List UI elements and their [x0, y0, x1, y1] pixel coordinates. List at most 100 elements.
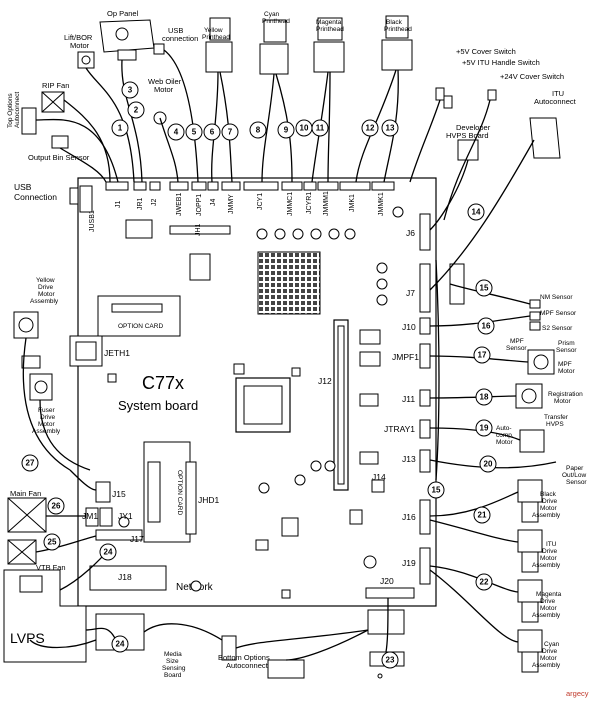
- svg-text:19: 19: [480, 424, 489, 433]
- svg-text:9: 9: [284, 126, 289, 135]
- jmmm1-label: JMMM1: [323, 191, 330, 216]
- svg-text:20: 20: [484, 460, 493, 469]
- jopp1-label: JOPP1: [196, 194, 203, 216]
- svg-text:10: 10: [300, 124, 309, 133]
- j7-label: J7: [406, 288, 415, 298]
- top-options-autoconnect-label: Top OptionsAutoconnect: [7, 92, 21, 128]
- callout-10: 10: [295, 119, 313, 137]
- j13-label: J13: [402, 454, 416, 464]
- callout-27: 27: [21, 454, 39, 472]
- svg-text:8: 8: [256, 126, 261, 135]
- svg-text:4: 4: [174, 128, 179, 137]
- j11-label: J11: [402, 394, 415, 404]
- jeth1-jack: [69, 335, 103, 367]
- jtray1-label: JTRAY1: [384, 424, 415, 434]
- callout-17: 17: [473, 346, 491, 364]
- callout-4: 4: [167, 123, 185, 141]
- j12-label: J12: [318, 376, 332, 386]
- jm1-label: JM1: [82, 511, 98, 521]
- output-bin-sensor-label: Output Bin Sensor: [28, 153, 90, 162]
- right-components: [449, 263, 555, 673]
- plus24v-cover-switch-label: +24V Cover Switch: [500, 72, 564, 81]
- callout-15a: 15: [475, 279, 493, 297]
- j14-label: J14: [372, 472, 386, 482]
- callout-8: 8: [249, 121, 267, 139]
- op-panel-label: Op Panel: [107, 9, 139, 18]
- callouts: 1 2 3 4 5 6 7 8 9 10 11 12 13 14 15 15 1…: [21, 81, 497, 669]
- jcyr1-label: JCYR1: [306, 192, 313, 214]
- svg-text:1: 1: [118, 124, 123, 133]
- svg-text:22: 22: [480, 578, 489, 587]
- svg-text:16: 16: [482, 322, 491, 331]
- svg-text:17: 17: [478, 351, 487, 360]
- option-card-slot: [97, 295, 181, 337]
- callout-25: 25: [43, 533, 61, 551]
- jcy1-label: JCY1: [257, 193, 264, 210]
- callout-5: 5: [185, 123, 203, 141]
- svg-text:14: 14: [472, 208, 481, 217]
- svg-text:15: 15: [432, 486, 441, 495]
- s2-sensor-label: S2 Sensor: [542, 325, 573, 332]
- j20-label: J20: [380, 576, 394, 586]
- j16-label: J16: [402, 512, 416, 522]
- jmmk1-label: JMMK1: [378, 192, 385, 216]
- svg-text:27: 27: [26, 459, 35, 468]
- plus5v-itu-handle-label: +5V ITU Handle Switch: [462, 58, 540, 67]
- j18-label: J18: [118, 572, 132, 582]
- callout-21: 21: [473, 506, 491, 524]
- j17-label: J17: [130, 534, 144, 544]
- processor-grid: [257, 251, 321, 315]
- nm-sensor-label: NM Sensor: [540, 294, 573, 301]
- jmmc1-label: JMMC1: [287, 192, 294, 216]
- svg-text:13: 13: [386, 124, 395, 133]
- svg-text:7: 7: [228, 128, 233, 137]
- callout-12: 12: [361, 119, 379, 137]
- callout-16: 16: [477, 317, 495, 335]
- svg-text:15: 15: [480, 284, 489, 293]
- jmk1-label: JMK1: [349, 194, 356, 212]
- svg-text:24: 24: [104, 548, 113, 557]
- j1-label: J1: [115, 201, 122, 209]
- callout-23: 23: [381, 651, 399, 669]
- callout-20: 20: [479, 455, 497, 473]
- callout-26: 26: [47, 497, 65, 515]
- svg-text:25: 25: [48, 538, 57, 547]
- svg-text:2: 2: [134, 106, 139, 115]
- callout-24a: 24: [99, 543, 117, 561]
- svg-text:12: 12: [366, 124, 375, 133]
- j4-label: J4: [210, 199, 217, 207]
- board-model: C77x: [142, 373, 184, 393]
- svg-text:24: 24: [116, 640, 125, 649]
- svg-text:26: 26: [52, 502, 61, 511]
- system-board: C77x System board Network OPTION CARD OP…: [69, 177, 437, 607]
- jweb1-label: JWEB1: [176, 193, 183, 216]
- svg-text:5: 5: [192, 128, 197, 137]
- main-fan-label: Main Fan: [10, 489, 41, 498]
- jmpf1-label: JMPF1: [392, 352, 419, 362]
- watermark: argecy: [566, 689, 589, 698]
- j6-label: J6: [406, 228, 415, 238]
- callout-18: 18: [475, 388, 493, 406]
- j10-label: J10: [402, 322, 416, 332]
- callout-3: 3: [121, 81, 139, 99]
